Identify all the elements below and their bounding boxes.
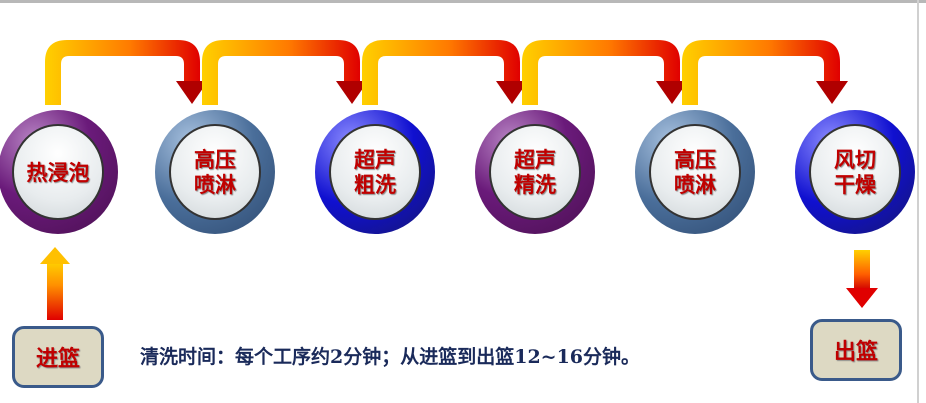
step-node-face: 超声 精洗 bbox=[489, 124, 581, 220]
step-node: 风切 干燥 bbox=[795, 110, 915, 234]
step-label: 高压 喷淋 bbox=[194, 147, 236, 197]
output-basket-box: 出篮 bbox=[810, 319, 902, 381]
step-label: 超声 粗洗 bbox=[354, 147, 396, 197]
step-node: 热浸泡 bbox=[0, 110, 118, 234]
connector-arrow bbox=[362, 40, 528, 105]
step-node: 高压 喷淋 bbox=[635, 110, 755, 234]
connector-arrow bbox=[522, 40, 688, 105]
top-border bbox=[0, 0, 926, 3]
step-label: 高压 喷淋 bbox=[674, 147, 716, 197]
connector-arrow bbox=[202, 40, 368, 105]
step-label: 超声 精洗 bbox=[514, 147, 556, 197]
step-node-face: 风切 干燥 bbox=[809, 124, 901, 220]
input-arrow bbox=[40, 247, 70, 320]
step-node: 高压 喷淋 bbox=[155, 110, 275, 234]
input-basket-box: 进篮 bbox=[12, 326, 104, 388]
connector-arrow bbox=[45, 40, 208, 105]
step-node: 超声 精洗 bbox=[475, 110, 595, 234]
step-label: 风切 干燥 bbox=[834, 147, 876, 197]
step-node-face: 高压 喷淋 bbox=[649, 124, 741, 220]
connector-arrow bbox=[682, 40, 848, 105]
step-node: 超声 粗洗 bbox=[315, 110, 435, 234]
step-node-face: 热浸泡 bbox=[12, 124, 104, 220]
step-node-face: 超声 粗洗 bbox=[329, 124, 421, 220]
output-arrow bbox=[846, 250, 878, 308]
step-node-face: 高压 喷淋 bbox=[169, 124, 261, 220]
right-border bbox=[917, 0, 919, 403]
cleaning-time-caption: 清洗时间：每个工序约2分钟；从进篮到出篮12~16分钟。 bbox=[140, 346, 641, 368]
step-label: 热浸泡 bbox=[26, 159, 90, 185]
